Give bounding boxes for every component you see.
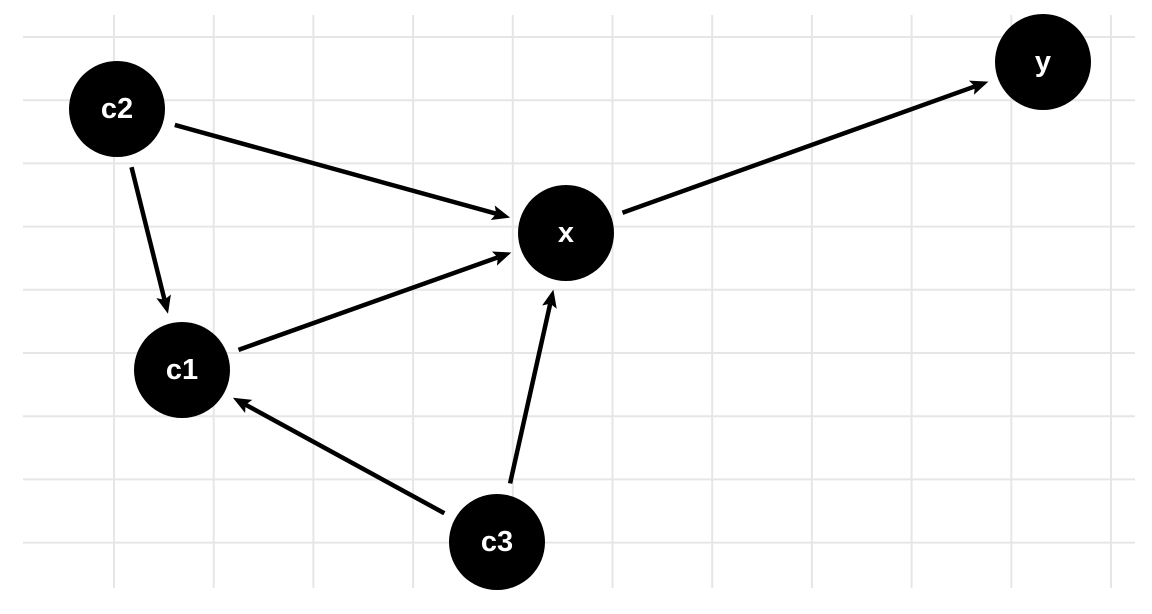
node-label: y bbox=[1035, 46, 1051, 78]
edge-c1-to-x bbox=[237, 251, 512, 352]
edge-c3-to-c1 bbox=[232, 397, 446, 516]
edge-x-to-y bbox=[621, 80, 989, 215]
node-circle bbox=[449, 494, 545, 590]
node-label: c2 bbox=[101, 93, 133, 125]
arrowhead-icon bbox=[542, 289, 557, 309]
edge-line bbox=[129, 166, 167, 301]
node-circle bbox=[995, 14, 1091, 110]
edge-line bbox=[237, 255, 499, 352]
node-c3: c3 bbox=[449, 494, 545, 590]
node-circle bbox=[134, 322, 230, 418]
edge-line bbox=[507, 303, 553, 484]
node-label: c3 bbox=[481, 526, 513, 558]
edge-line bbox=[174, 122, 497, 216]
nodes: c2 c1 c3 x y bbox=[69, 14, 1091, 590]
edge-line bbox=[621, 84, 976, 215]
node-label: c1 bbox=[166, 354, 198, 386]
node-c2: c2 bbox=[69, 61, 165, 157]
edge-line bbox=[244, 402, 446, 516]
arrowhead-icon bbox=[491, 251, 512, 266]
node-circle bbox=[69, 61, 165, 157]
background-grid bbox=[23, 15, 1135, 588]
arrowhead-icon bbox=[232, 397, 253, 414]
node-label: x bbox=[558, 217, 574, 249]
arrowhead-icon bbox=[968, 80, 989, 95]
arrowhead-icon bbox=[490, 205, 511, 220]
edge-c2-to-c1 bbox=[129, 166, 171, 314]
node-y: y bbox=[995, 14, 1091, 110]
node-c1: c1 bbox=[134, 322, 230, 418]
arrowhead-icon bbox=[156, 294, 171, 314]
edges bbox=[129, 80, 989, 516]
edge-c3-to-x bbox=[507, 289, 557, 484]
edge-c2-to-x bbox=[174, 122, 511, 220]
node-circle bbox=[518, 185, 614, 281]
node-x: x bbox=[518, 185, 614, 281]
